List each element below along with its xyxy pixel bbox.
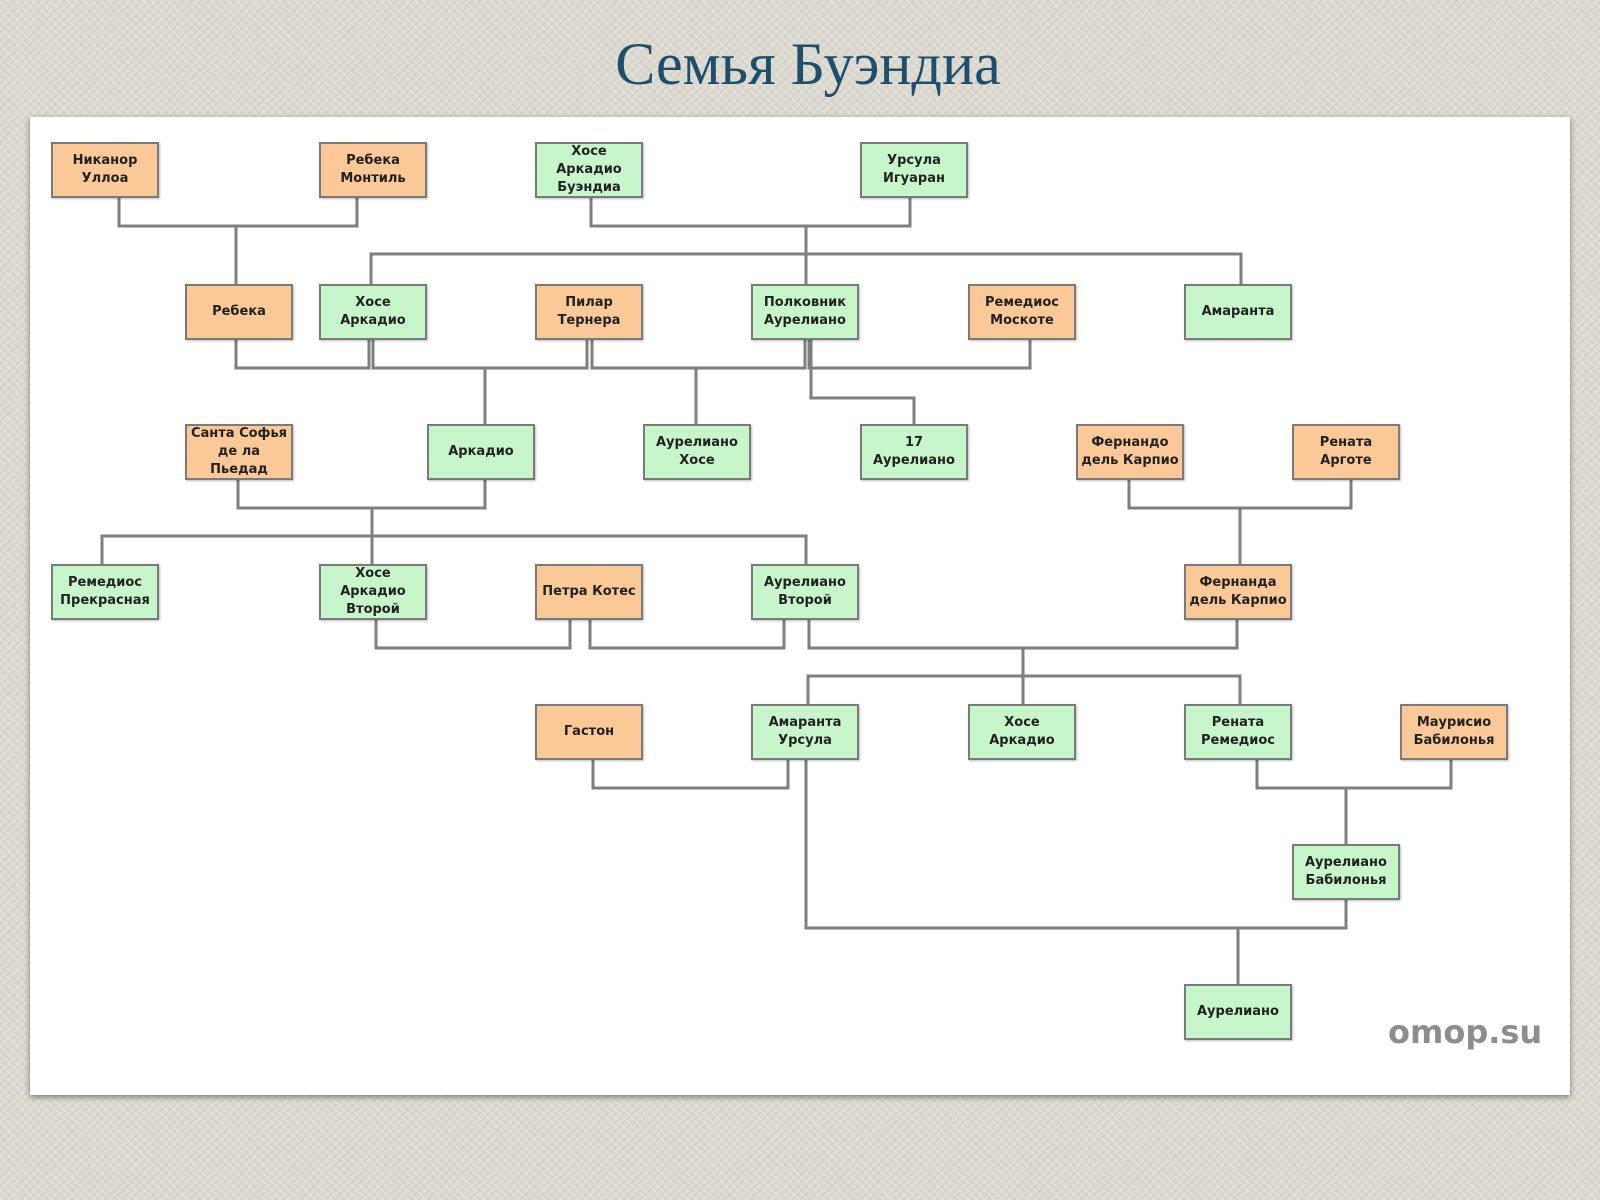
person-node-remedios-beauty: Ремедиос Прекрасная: [51, 564, 159, 620]
person-node-remedios-moskote: Ремедиос Москоте: [968, 284, 1076, 340]
person-node-rebeka: Ребека: [185, 284, 293, 340]
person-node-nikanor: Никанор Уллоа: [51, 142, 159, 198]
person-node-17-aureliano: 17 Аурелиано: [860, 424, 968, 480]
connector-rebeka-jose-arkadio: [234, 340, 371, 370]
connector-gaston-amaranta-ursula: [591, 760, 790, 790]
person-node-aureliano-hose: Аурелиано Хосе: [643, 424, 751, 480]
connector-santa-sofia-arkadio: [236, 480, 487, 510]
person-node-aureliano-last: Аурелиано: [1184, 984, 1292, 1040]
person-node-jose-arkadio-buendia: Хосе Аркадио Буэндиа: [535, 142, 643, 198]
connector-jab-ursula: [589, 198, 912, 228]
person-node-renata-argote: Рената Арготе: [1292, 424, 1400, 480]
person-node-gaston: Гастон: [535, 704, 643, 760]
person-node-arkadio: Аркадио: [427, 424, 535, 480]
person-node-renata-remedios: Рената Ремедиос: [1184, 704, 1292, 760]
watermark: omop.su: [1388, 1013, 1543, 1051]
person-node-jose-arkadio: Хосе Аркадио: [319, 284, 427, 340]
connector-to-17: [809, 340, 916, 424]
person-node-amaranta-ursula: Амаранта Урсула: [751, 704, 859, 760]
connector-arkadio-children: [100, 508, 374, 564]
connector-amaranta-ursula-aureliano-babilonia: [804, 760, 1348, 930]
person-node-ursula: Урсула Игуаран: [860, 142, 968, 198]
person-node-santa-sofia: Санта Софья де ла Пьедад: [185, 424, 293, 480]
person-node-fernanda: Фернанда дель Карпио: [1184, 564, 1292, 620]
family-tree-panel: Никанор Уллоа Ребека Монтиль Хосе Аркади…: [30, 117, 1570, 1095]
connector-aureliano2-fernanda: [807, 620, 1239, 650]
person-node-aureliano-babilonia: Аурелиано Бабилонья: [1292, 844, 1400, 900]
person-node-jose-arkadio-3: Хосе Аркадио: [968, 704, 1076, 760]
connector-fernando-renata: [1127, 480, 1353, 510]
person-node-petra-kotes: Петра Котес: [535, 564, 643, 620]
person-node-aureliano-2: Аурелиано Второй: [751, 564, 859, 620]
connector-jose-arkadio-pilar: [371, 340, 589, 370]
person-node-jose-arkadio-2: Хосе Аркадио Второй: [319, 564, 427, 620]
connector-colonel-remedios: [807, 340, 1032, 370]
connector-nikanor-rebeka-montil: [117, 198, 359, 228]
connector-petra-aureliano2: [588, 620, 786, 650]
slide-title: Семья Буэндиа: [615, 31, 1001, 97]
person-node-pilar: Пилар Тернера: [535, 284, 643, 340]
family-tree-connectors: [100, 198, 1453, 984]
connector-jab-children-3: [806, 252, 1243, 284]
connector-a2f-children-2: [806, 674, 1023, 704]
person-node-mauricio: Маурисио Бабилонья: [1400, 704, 1508, 760]
person-node-colonel-aureliano: Полковник Аурелиано: [751, 284, 859, 340]
connector-jab-children: [369, 226, 808, 284]
person-node-rebeka-montil: Ребека Монтиль: [319, 142, 427, 198]
connector-a2f-children-3: [1023, 674, 1242, 704]
connector-ja2-petra: [374, 620, 572, 650]
connector-renata-mauricio: [1255, 760, 1453, 790]
person-node-amaranta: Амаранта: [1184, 284, 1292, 340]
connector-arkadio-children-3: [372, 534, 808, 564]
person-node-fernando: Фернандо дель Карпио: [1076, 424, 1184, 480]
connector-pilar-colonel: [590, 340, 807, 370]
